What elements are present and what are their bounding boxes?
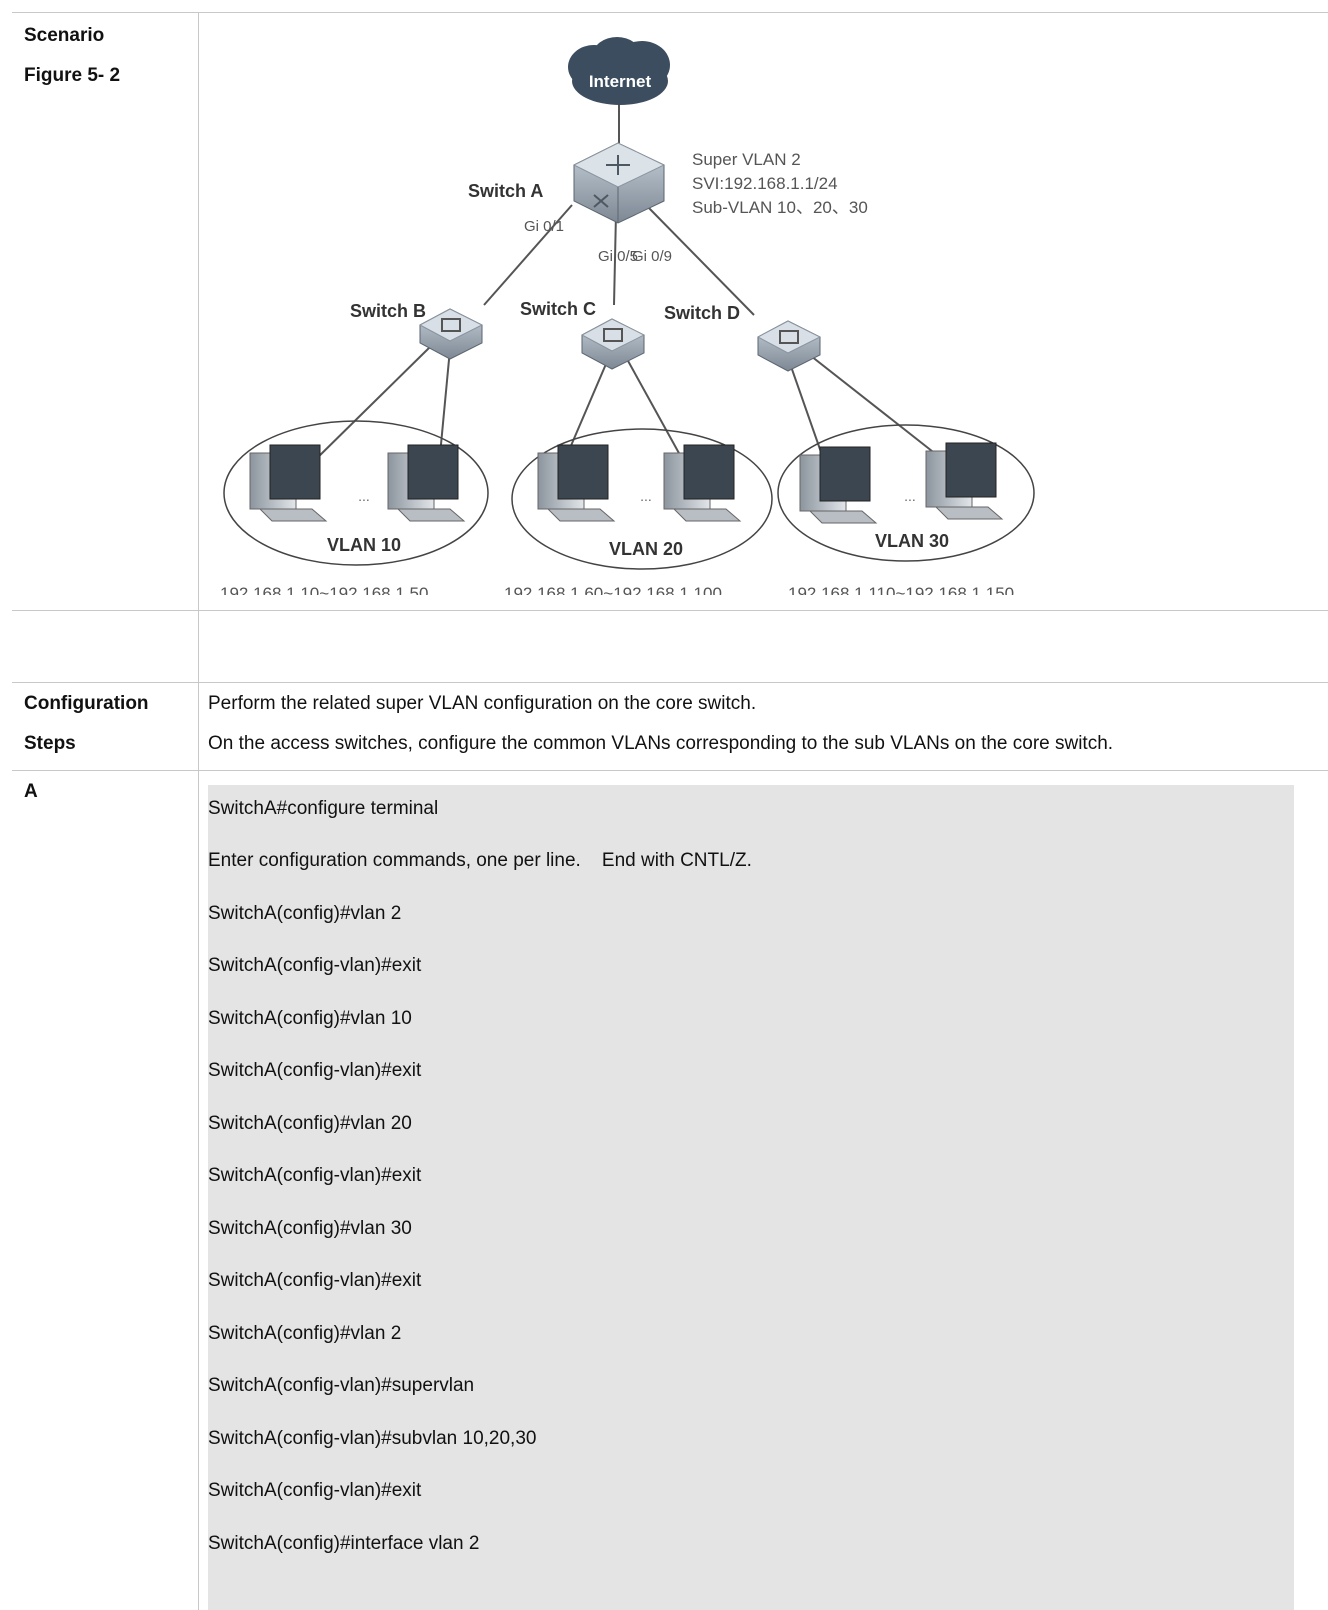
network-links [309, 77, 938, 466]
code-line: SwitchA(config)#vlan 2 [208, 1323, 402, 1344]
switch-c-icon [580, 318, 646, 370]
code-line: SwitchA(config-vlan)#exit [208, 1480, 422, 1501]
column-divider [198, 13, 199, 1610]
vlan-10-group [223, 420, 489, 566]
port-gi05-label: Gi 0/5 [598, 248, 638, 265]
svi-info: SVI:192.168.1.1/24 [692, 174, 838, 193]
super-vlan-info: Super VLAN 2 [692, 150, 801, 169]
code-line: SwitchA(config)#interface vlan 2 [208, 1533, 480, 1554]
code-line: SwitchA(config-vlan)#subvlan 10,20,30 [208, 1428, 537, 1449]
code-line: SwitchA(config-vlan)#exit [208, 1165, 422, 1186]
steps-label: Steps [24, 733, 76, 754]
vlan-20-label: VLAN 20 [609, 539, 683, 559]
code-line: SwitchA(config)#vlan 2 [208, 903, 402, 924]
scenario-label: Scenario [24, 25, 105, 46]
section-a-row: A [12, 771, 1328, 1610]
code-line: SwitchA(config-vlan)#exit [208, 1060, 422, 1081]
switch-c-label: Switch C [520, 299, 596, 319]
vlan-20-group [511, 428, 773, 570]
vlan-10-ellipsis: ... [358, 488, 370, 504]
code-line: SwitchA(config)#vlan 20 [208, 1113, 412, 1134]
code-line: Enter configuration commands, one per li… [208, 850, 752, 871]
vlan-20-ellipsis: ... [640, 488, 652, 504]
switch-b-icon [418, 308, 484, 360]
switch-d-icon [756, 320, 822, 372]
vlan-30-range: 192.168.1.110~192.168.1.150 [788, 584, 1014, 595]
internet-label: Internet [589, 72, 652, 91]
vlan-20-range: 192.168.1.60~192.168.1.100 [504, 584, 722, 595]
port-gi09-label: Gi 0/9 [632, 248, 672, 265]
section-a-label: A [24, 781, 38, 802]
code-line: SwitchA(config)#vlan 10 [208, 1008, 412, 1029]
switch-d-label: Switch D [664, 303, 740, 323]
vlan-10-label: VLAN 10 [327, 535, 401, 555]
code-line: SwitchA(config-vlan)#exit [208, 955, 422, 976]
internet-cloud-icon [568, 37, 670, 105]
configuration-label: Configuration [24, 693, 149, 714]
figure-label: Figure 5- 2 [24, 65, 121, 86]
vlan-30-group [777, 424, 1035, 562]
code-line: SwitchA(config-vlan)#supervlan [208, 1375, 475, 1396]
code-block: SwitchA#configure terminal Enter configu… [208, 785, 1294, 1610]
vlan-30-ellipsis: ... [904, 488, 916, 504]
step-line-1: Perform the related super VLAN configura… [208, 693, 757, 714]
configuration-steps-row: Configuration Steps Perform the related … [12, 683, 1328, 771]
pc-icons [249, 442, 1004, 524]
switch-a-label: Switch A [468, 181, 543, 201]
scenario-row: Scenario Figure 5- 2 [12, 13, 1328, 611]
empty-row [12, 611, 1328, 683]
network-topology-diagram: Internet Switch A Super VLAN 2 SVI:192.1… [220, 37, 1035, 595]
port-gi01-label: Gi 0/1 [524, 218, 564, 235]
step-line-2: On the access switches, configure the co… [208, 733, 1114, 754]
vlan-10-range: 192.168.1.10~192.168.1.50 [220, 584, 428, 595]
code-line: SwitchA(config)#vlan 30 [208, 1218, 412, 1239]
switch-b-label: Switch B [350, 301, 426, 321]
core-switch-icon [572, 142, 666, 224]
code-line: SwitchA(config-vlan)#exit [208, 1270, 422, 1291]
code-line: SwitchA#configure terminal [208, 798, 439, 819]
config-table: Scenario Figure 5- 2 [12, 12, 1328, 1610]
vlan-30-label: VLAN 30 [875, 531, 949, 551]
sub-vlan-info: Sub-VLAN 10、20、30 [692, 198, 868, 217]
